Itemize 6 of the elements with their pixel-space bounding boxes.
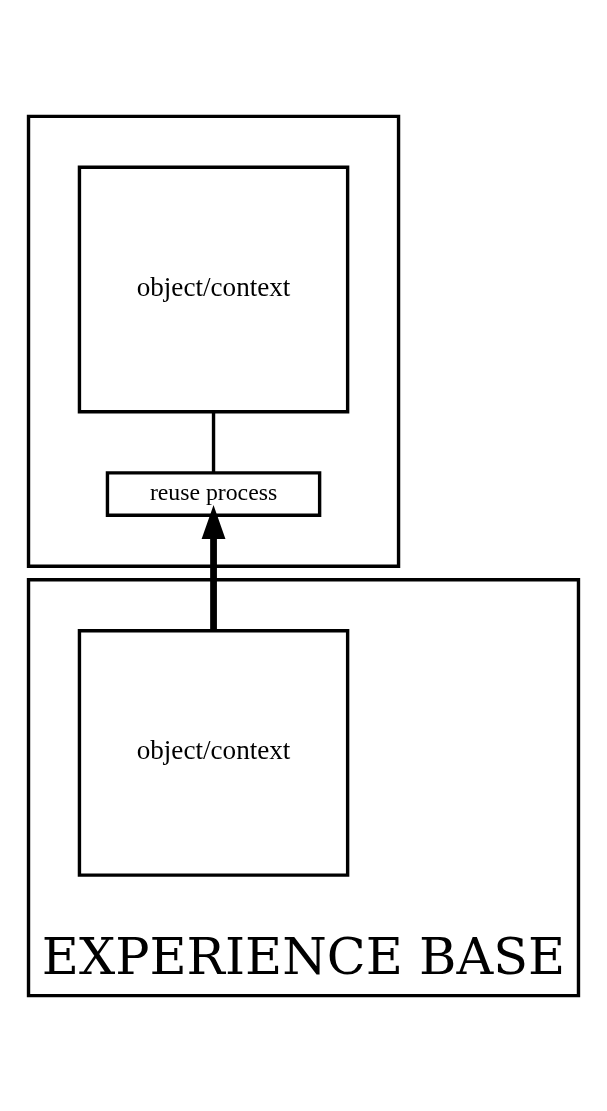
cluster xyxy=(26,114,401,568)
node-box: object/context xyxy=(77,165,350,413)
arrow xyxy=(201,504,226,630)
node-box: reuse process xyxy=(105,470,322,517)
node-box: object/context xyxy=(77,628,350,877)
connector xyxy=(211,411,216,472)
